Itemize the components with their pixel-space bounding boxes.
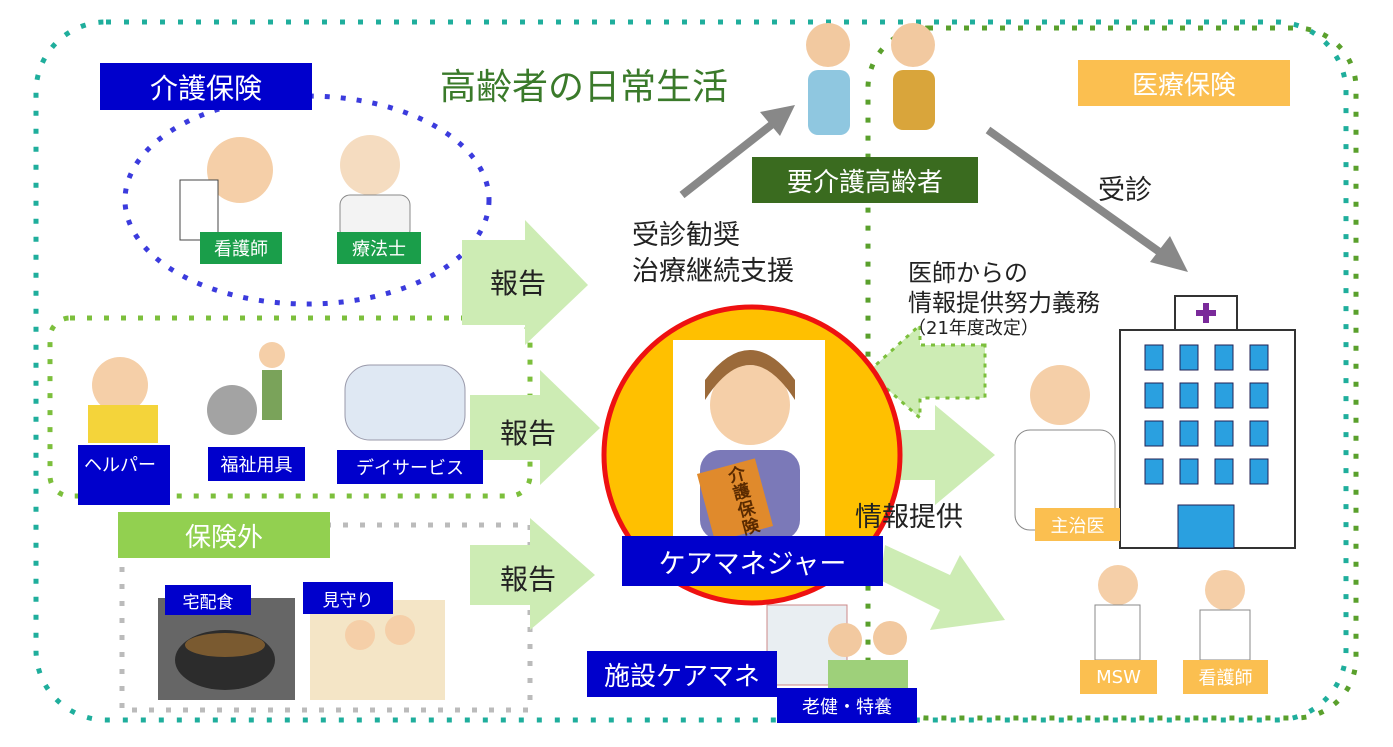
hospital-nurse-label: 看護師 <box>1183 660 1268 694</box>
helper-label: ヘルパー <box>78 445 170 505</box>
report-label-3: 報告 <box>500 563 557 596</box>
therapist-label: 療法士 <box>337 232 421 264</box>
report-arrow-2 <box>470 370 600 485</box>
meal-delivery-label: 宅配食 <box>165 585 251 615</box>
kaigo-hoken-label: 介護保険 <box>100 63 312 110</box>
support-text: 受診勧奨 治療継続支援 <box>632 218 794 290</box>
support-line-1: 受診勧奨 <box>632 220 740 251</box>
report-arrow-3 <box>470 518 595 630</box>
kaigo-ellipse <box>122 93 492 307</box>
support-line-2: 治療継続支援 <box>632 256 794 287</box>
arrow-to-hospital <box>985 126 1171 262</box>
msw-label: MSW <box>1080 660 1157 694</box>
caremanager-label: ケアマネジャー <box>622 536 883 586</box>
doctor-label: 主治医 <box>1035 508 1120 541</box>
report-label-1: 報告 <box>490 267 547 300</box>
diagram-title: 高齢者の日常生活 <box>440 67 729 108</box>
doctor-info-line-1: 医師からの <box>908 259 1028 287</box>
facility-caremanager-label: 施設ケアマネ <box>587 651 777 697</box>
facility-type-label: 老健・特養 <box>777 688 917 723</box>
report-label-2: 報告 <box>500 417 557 450</box>
info-arrow-1 <box>878 405 995 505</box>
doctor-info-arrow <box>865 321 987 422</box>
watch-label: 見守り <box>303 582 393 614</box>
welfare-equipment-label: 福祉用具 <box>208 447 305 481</box>
doctor-info-line-2: 情報提供努力義務 <box>908 289 1100 317</box>
info-arrow-2 <box>880 545 1005 630</box>
nurse-label: 看護師 <box>200 232 282 264</box>
day-service-label: デイサービス <box>337 450 483 484</box>
arrow-to-elderly <box>679 118 778 199</box>
doctor-info-text: 医師からの 情報提供努力義務 （21年度改定） <box>908 258 1100 340</box>
iryo-hoken-label: 医療保険 <box>1078 60 1290 106</box>
hokengai-label: 保険外 <box>118 512 330 558</box>
insurance-book <box>696 458 774 542</box>
elderly-label: 要介護高齢者 <box>752 157 978 203</box>
doctor-info-line-3: （21年度改定） <box>908 318 1039 339</box>
report-arrow-1 <box>462 220 588 345</box>
visit-label: 受診 <box>1098 175 1152 206</box>
info-provision-label: 情報提供 <box>855 502 963 533</box>
